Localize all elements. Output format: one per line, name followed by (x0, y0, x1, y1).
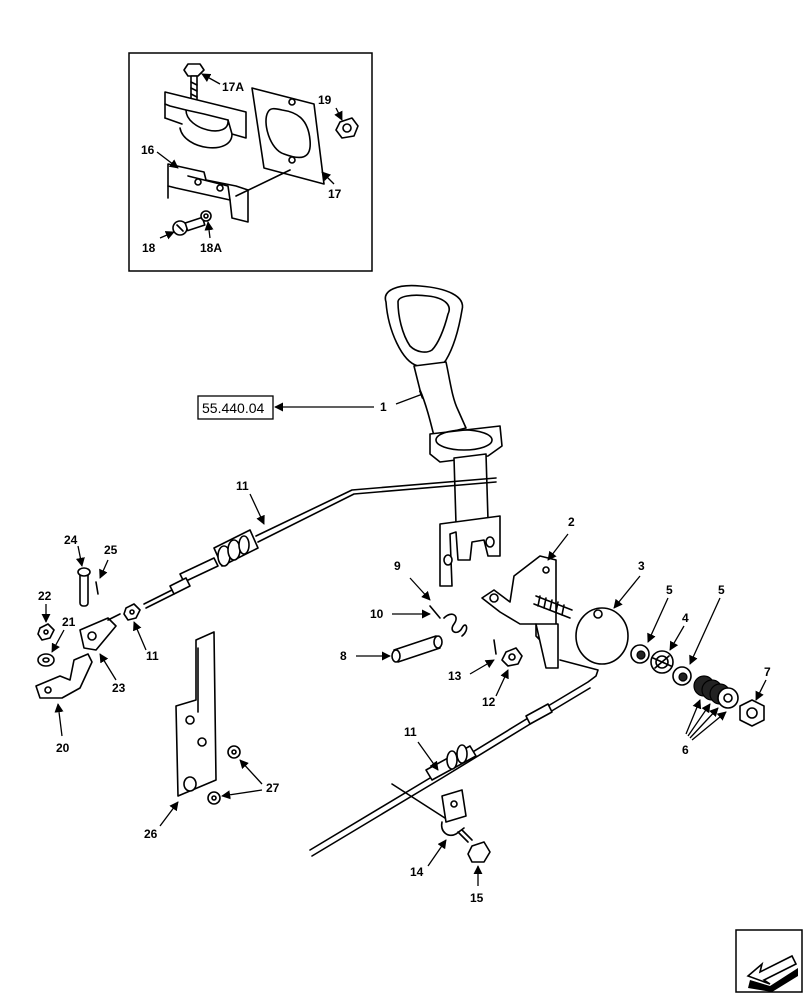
part-5-washer-a (630, 644, 650, 664)
callout-12: 12 (482, 695, 496, 709)
callout-18a: 18A (200, 241, 222, 255)
callout-15: 15 (470, 891, 484, 905)
callout-24: 24 (64, 533, 78, 547)
part-6-spring-washers (693, 675, 739, 709)
part-26-mount-plate (175, 631, 217, 797)
callout-11a: 11 (236, 479, 249, 493)
part-2-bracket (481, 555, 573, 669)
callout-21: 21 (62, 615, 76, 629)
part-8-pin (391, 635, 443, 663)
part-17a-bolt (183, 63, 205, 101)
callout-23: 23 (112, 681, 126, 695)
callout-20: 20 (56, 741, 70, 755)
callout-19: 19 (318, 93, 332, 107)
callout-13: 13 (448, 669, 462, 683)
part-20-bracket (35, 653, 93, 699)
callout-8: 8 (340, 649, 347, 663)
part-15-bolt (457, 829, 491, 863)
part-10-spring (429, 605, 468, 637)
callout-4: 4 (682, 611, 689, 625)
callout-17: 17 (328, 187, 342, 201)
part-11-cable-lower (309, 659, 599, 857)
part-4-lock-washer (650, 650, 674, 674)
callout-3: 3 (638, 559, 645, 573)
part-11-cable-upper (143, 477, 497, 609)
callout-16: 16 (141, 143, 155, 157)
callout-17a: 17A (222, 80, 244, 94)
part-11-nut-small (123, 603, 141, 621)
callout-14: 14 (410, 865, 424, 879)
detail-inset: 17A 16 17 19 18 18A (128, 52, 373, 272)
part-21-washer (37, 653, 55, 667)
previous-page-arrow-icon[interactable] (735, 929, 803, 993)
callout-22: 22 (38, 589, 52, 603)
reference-box-text: 55.440.04 (202, 400, 264, 416)
part-13-cotter-pin (493, 639, 497, 655)
part-1-shift-lever (384, 284, 503, 587)
part-17-gasket-plate (251, 87, 325, 185)
callout-11b: 11 (146, 649, 159, 663)
part-16-upper-clamp (164, 91, 247, 149)
part-12-nut (501, 647, 523, 667)
part-25-cotter (95, 581, 99, 595)
part-14-cable-clamp (440, 789, 467, 837)
part-19-nut (335, 117, 359, 139)
callout-11c: 11 (404, 725, 417, 739)
callout-1: 1 (380, 400, 387, 414)
callout-26: 26 (144, 827, 158, 841)
callout-9: 9 (394, 559, 401, 573)
part-18-screw (172, 210, 212, 236)
reference-box[interactable]: 55.440.04 (197, 395, 274, 420)
part-24-pin (77, 567, 91, 607)
callout-10: 10 (370, 607, 384, 621)
part-16-lower-clamp (167, 163, 249, 223)
callout-6: 6 (682, 743, 689, 757)
callout-27: 27 (266, 781, 280, 795)
callout-2: 2 (568, 515, 575, 529)
part-5-washer-b (672, 666, 692, 686)
part-7-nut (739, 699, 765, 727)
callout-5b: 5 (718, 583, 725, 597)
part-23-clevis (79, 613, 121, 651)
part-27-washers (207, 745, 241, 805)
callout-18: 18 (142, 241, 156, 255)
part-3-detent-plate (575, 607, 629, 665)
callout-25: 25 (104, 543, 118, 557)
callout-7: 7 (764, 665, 771, 679)
callout-5a: 5 (666, 583, 673, 597)
part-22-nut (37, 623, 55, 641)
